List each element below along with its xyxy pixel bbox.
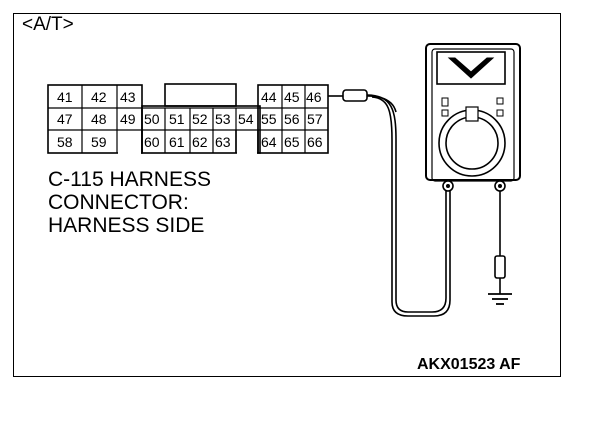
pin-label: 56 <box>284 111 300 127</box>
pin-label: 49 <box>120 111 136 127</box>
pin-label: 46 <box>306 89 322 105</box>
diagram-frame <box>13 13 561 377</box>
pin-grid-lines <box>48 85 328 153</box>
pin-label: 50 <box>144 111 160 127</box>
voltage-symbol-icon <box>447 57 495 79</box>
pin-label: 45 <box>284 89 300 105</box>
pin-label: 58 <box>57 134 73 150</box>
caption-line: HARNESS SIDE <box>48 214 205 237</box>
pin-label: 54 <box>238 111 254 127</box>
figure-code: AKX01523 AF <box>417 356 521 373</box>
caption-line: CONNECTOR: <box>48 191 189 214</box>
meter-lead-ground <box>494 191 506 294</box>
pin-label: 52 <box>192 111 208 127</box>
pin-label: 66 <box>307 134 323 150</box>
pin-label: 65 <box>284 134 300 150</box>
transmission-type-label: <A/T> <box>22 14 74 35</box>
pin-label: 55 <box>261 111 277 127</box>
meter-lead-positive <box>366 94 451 317</box>
connector-keyways <box>116 130 259 154</box>
pin-label: 59 <box>91 134 107 150</box>
connector-caption: C-115 HARNESS CONNECTOR: HARNESS SIDE <box>48 168 211 237</box>
pin-label: 41 <box>57 89 73 105</box>
pin-label: 44 <box>261 89 277 105</box>
pin-label: 42 <box>91 89 107 105</box>
pin-label: 63 <box>215 134 231 150</box>
pin-label: 57 <box>307 111 323 127</box>
pin-label: 51 <box>169 111 185 127</box>
pin-label: 61 <box>169 134 185 150</box>
pin-label: 48 <box>91 111 107 127</box>
pin-label: 43 <box>120 89 136 105</box>
pin-label: 64 <box>261 134 277 150</box>
pin-label: 53 <box>215 111 231 127</box>
ground-icon <box>488 293 512 305</box>
pin-labels: 41 42 43 44 45 46 47 48 49 50 51 52 53 5… <box>57 89 323 150</box>
voltmeter <box>425 43 521 192</box>
pin-label: 47 <box>57 111 73 127</box>
caption-line: C-115 HARNESS <box>48 168 211 191</box>
test-probe <box>328 89 397 113</box>
pin-label: 60 <box>144 134 160 150</box>
pin-label: 62 <box>192 134 208 150</box>
